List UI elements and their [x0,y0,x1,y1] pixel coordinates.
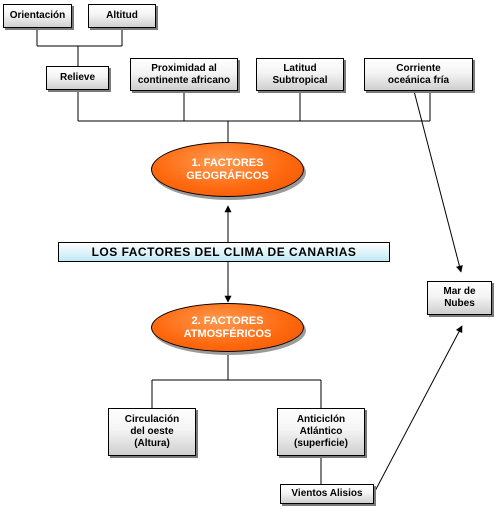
factores-geograficos-oval: 1. FACTORES GEOGRÁFICOS [151,142,304,197]
node-circulacion-oeste: Circulación del oeste (Altura) [108,408,196,456]
node-altitud: Altitud [88,4,156,28]
node-proximidad-africa: Proximidad al continente africano [130,58,238,91]
node-corriente-fria: Corriente oceánica fría [364,58,473,91]
node-relieve: Relieve [46,66,109,90]
diagram-title-banner: LOS FACTORES DEL CLIMA DE CANARIAS [58,242,390,262]
node-mar-de-nubes: Mar de Nubes [427,281,492,315]
factores-atmosfericos-oval: 2. FACTORES ATMOSFÉRICOS [151,303,304,352]
node-anticiclon-atlantico: Anticiclón Atlántico (superficie) [277,408,365,456]
node-orientacion: Orientación [3,4,72,28]
node-vientos-alisios: Vientos Alisios [280,484,374,504]
node-latitud-subtropical: Latitud Subtropical [256,58,344,91]
